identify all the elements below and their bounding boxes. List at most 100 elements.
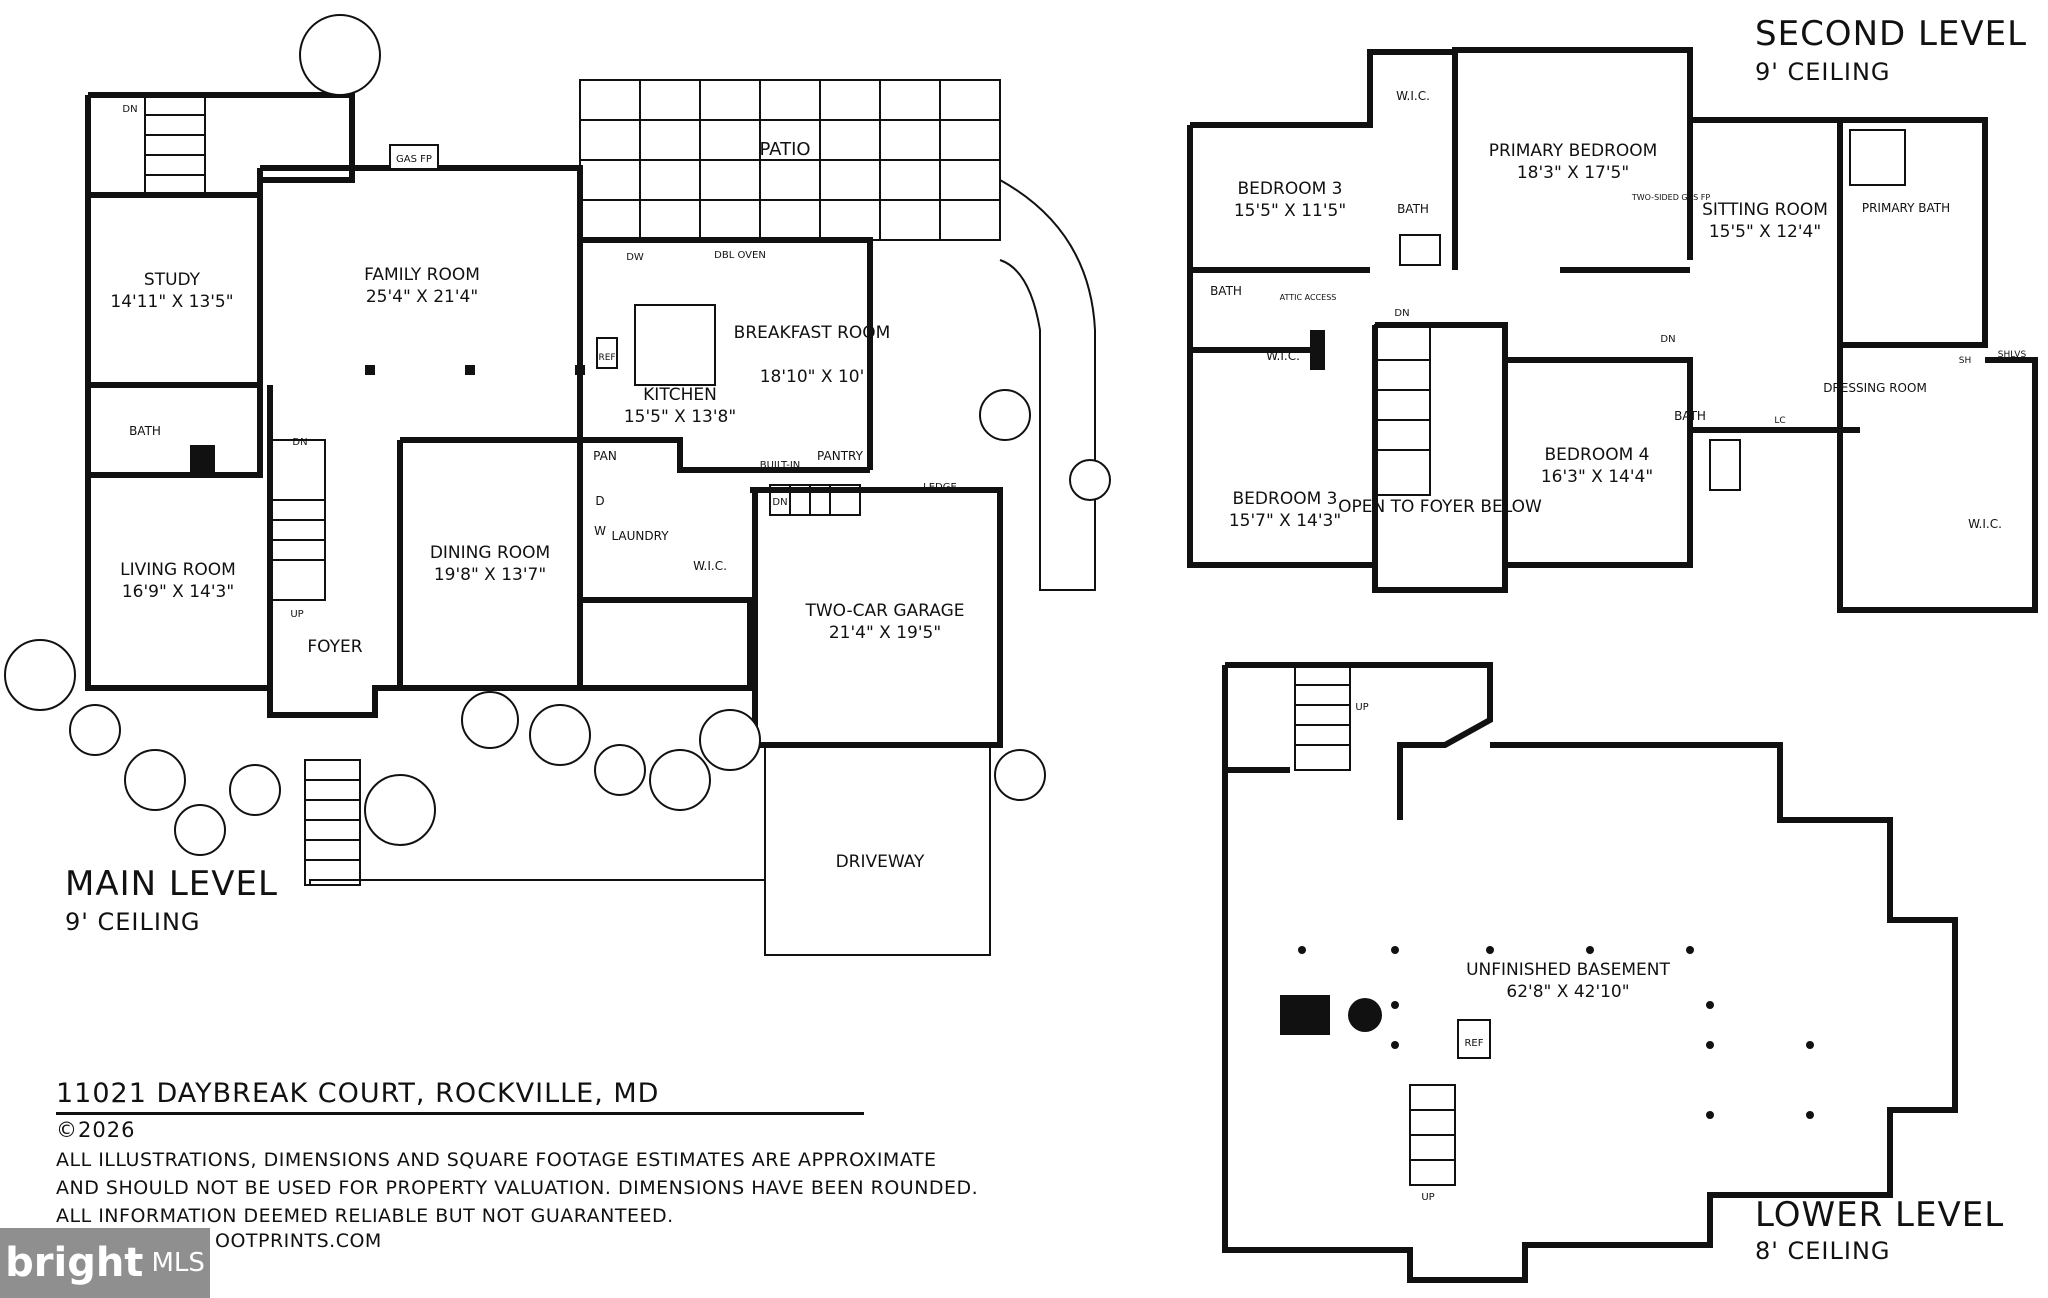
label-dn-foyer: DN (292, 437, 307, 448)
label-wic-hall: W.I.C. (1266, 349, 1300, 363)
label-bath-second: BATH (1397, 202, 1429, 216)
main-level-ceiling: 9' CEILING (65, 908, 201, 936)
disclaimer-line: AND SHOULD NOT BE USED FOR PROPERTY VALU… (56, 1177, 979, 1199)
disclaimer-line: ALL ILLUSTRATIONS, DIMENSIONS AND SQUARE… (56, 1149, 937, 1171)
label-up-foyer: UP (290, 609, 303, 620)
room-name-kitchen: KITCHEN (643, 385, 717, 405)
patio-pavers (579, 79, 1096, 591)
room-dims-garage: 21'4" X 19'5" (829, 623, 941, 643)
room-dims-sitting: 15'5" X 12'4" (1709, 222, 1821, 242)
label-gas-fp: GAS FP (396, 154, 432, 165)
label-open-to-foyer: OPEN TO FOYER BELOW (1338, 497, 1542, 517)
room-dims-bedroom-3a: 15'5" X 11'5" (1234, 201, 1346, 221)
label-bath-main: BATH (129, 424, 161, 438)
room-dims-kitchen: 15'5" X 13'8" (624, 407, 736, 427)
label-dryer: D (595, 494, 604, 508)
label-patio: PATIO (759, 139, 810, 160)
room-name-basement: UNFINISHED BASEMENT (1466, 960, 1670, 980)
label-dw: DW (626, 252, 644, 263)
driveway-outline (309, 745, 991, 956)
lower-stairs (1294, 664, 1456, 1186)
label-ledge: LEDGE (923, 482, 957, 493)
room-name-bedroom-4: BEDROOM 4 (1545, 445, 1650, 465)
label-dbl-oven: DBL OVEN (714, 250, 766, 261)
label-pan: PAN (593, 449, 617, 463)
label-builtin: BUILT-IN (760, 460, 801, 471)
property-address: 11021 DAYBREAK COURT, ROCKVILLE, MD (56, 1078, 660, 1109)
label-washer: W (594, 524, 606, 538)
room-dims-dining: 19'8" X 13'7" (434, 565, 546, 585)
label-wic-primary: W.I.C. (1968, 517, 2002, 531)
second-main-stairs (1374, 324, 1431, 496)
label-sh: SH (1959, 356, 1971, 366)
website-text: OOTPRINTS.COM (215, 1230, 382, 1252)
label-laundry: LAUNDRY (611, 529, 669, 543)
room-name-dining: DINING ROOM (430, 543, 550, 563)
basement-columns (1298, 946, 1814, 1119)
room-name-study: STUDY (144, 270, 201, 290)
label-up-basement-top: UP (1355, 702, 1368, 713)
room-dims-bedroom-4: 16'3" X 14'4" (1541, 467, 1653, 487)
label-attic-access: ATTIC ACCESS (1280, 293, 1337, 302)
label-dn-second-hall: DN (1660, 334, 1675, 345)
main-front-stairs (144, 94, 206, 196)
label-pantry: PANTRY (817, 449, 864, 463)
label-dressing-room: DRESSING ROOM (1823, 381, 1927, 395)
label-dn-front: DN (122, 104, 137, 115)
main-level-walls (85, 92, 1003, 748)
label-dn-garage: DN (772, 497, 787, 508)
gas-fireplace (389, 144, 439, 170)
logo-brand: bright (5, 1240, 144, 1286)
room-dims-basement: 62'8" X 42'10" (1506, 982, 1629, 1002)
bright-mls-logo: bright MLS (0, 1228, 210, 1298)
landscape-trees (4, 14, 1111, 856)
room-dims-living: 16'9" X 14'3" (122, 582, 234, 602)
kitchen-island (634, 304, 716, 386)
room-dims-study: 14'11" X 13'5" (110, 292, 233, 312)
primary-bath-tub (1849, 129, 1906, 186)
room-name-family: FAMILY ROOM (364, 265, 480, 285)
garage-stairs (769, 484, 861, 516)
label-lc: LC (1774, 416, 1785, 426)
logo-suffix: MLS (151, 1248, 205, 1278)
label-primary-bath: PRIMARY BATH (1862, 201, 1950, 215)
second-level-ceiling: 9' CEILING (1755, 58, 1891, 86)
label-wic-second: W.I.C. (1396, 89, 1430, 103)
lower-level-title: LOWER LEVEL (1755, 1195, 2005, 1235)
label-dn-second-stair: DN (1394, 308, 1409, 319)
label-ref-main: REF (598, 353, 615, 363)
room-dims-breakfast: 18'10" X 10' (760, 367, 865, 387)
disclaimer-line: ALL INFORMATION DEEMED RELIABLE BUT NOT … (56, 1205, 674, 1227)
second-level-title: SECOND LEVEL (1755, 14, 2028, 54)
bath-tub-second (1399, 234, 1441, 266)
room-dims-bedroom-3b: 15'7" X 14'3" (1229, 511, 1341, 531)
label-foyer: FOYER (307, 637, 362, 657)
main-level-title: MAIN LEVEL (65, 864, 278, 904)
label-bath-bed4: BATH (1674, 409, 1706, 423)
disclaimer: ALL ILLUSTRATIONS, DIMENSIONS AND SQUARE… (56, 1146, 1016, 1230)
room-name-bedroom-3a: BEDROOM 3 (1238, 179, 1343, 199)
label-up-basement-stair: UP (1421, 1192, 1434, 1203)
label-shlvs: SHLVS (1998, 350, 2027, 360)
lower-level-ceiling: 8' CEILING (1755, 1237, 1891, 1265)
room-dims-family: 25'4" X 21'4" (366, 287, 478, 307)
copyright: ©2026 (56, 1118, 136, 1142)
front-entry-steps (304, 759, 361, 886)
main-foyer-stairs (269, 439, 326, 601)
label-wic-main: W.I.C. (693, 559, 727, 573)
room-dims-primary-bedroom: 18'3" X 17'5" (1517, 163, 1629, 183)
label-two-sided-fp: TWO-SIDED GAS FP (1631, 193, 1710, 202)
room-name-garage: TWO-CAR GARAGE (804, 601, 964, 621)
room-name-breakfast: BREAKFAST ROOM (734, 323, 891, 343)
label-driveway: DRIVEWAY (836, 852, 925, 872)
room-name-bedroom-3b: BEDROOM 3 (1233, 489, 1338, 509)
room-name-primary-bedroom: PRIMARY BEDROOM (1489, 141, 1658, 161)
room-name-living: LIVING ROOM (120, 560, 236, 580)
label-ref-basement: REF (1464, 1038, 1483, 1049)
address-underline (56, 1112, 864, 1115)
lower-level-walls (1222, 662, 1958, 1283)
label-bath-hall: BATH (1210, 284, 1242, 298)
room-name-sitting: SITTING ROOM (1702, 200, 1828, 220)
bath-tub-bed4 (1709, 439, 1741, 491)
